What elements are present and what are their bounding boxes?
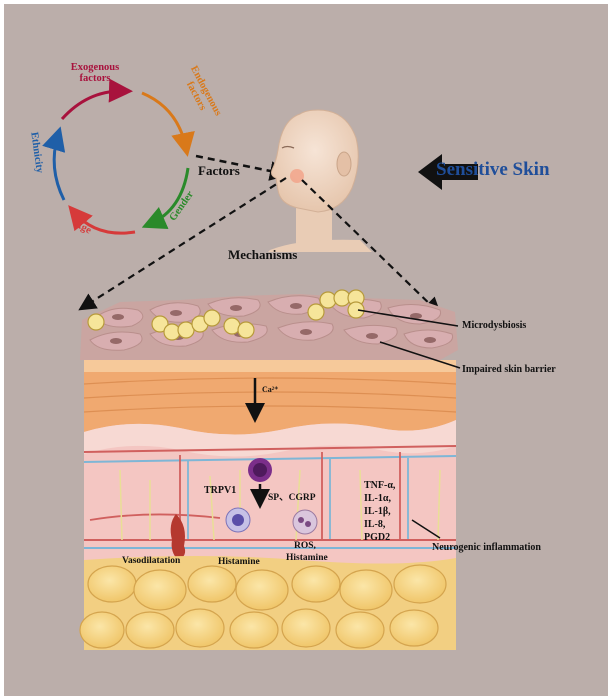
irritated-skin-spot bbox=[290, 169, 304, 183]
cytokine-3: IL-8, bbox=[364, 519, 386, 530]
cytokine-0: TNF-α, bbox=[364, 480, 396, 491]
vasodilatation-label: Vasodilatation bbox=[122, 556, 181, 566]
histamine-label: Histamine bbox=[218, 557, 260, 567]
factor-cycle bbox=[42, 78, 195, 235]
sp-cgrp-label: SP、CGRP bbox=[268, 493, 316, 503]
endogenous-arrow bbox=[141, 91, 195, 157]
microdysbiosis-pointer bbox=[357, 309, 459, 327]
cytokine-2: IL-1β, bbox=[364, 506, 391, 517]
neurogenic-pointer bbox=[411, 519, 441, 539]
factors-dashed-arrow bbox=[195, 154, 290, 181]
gender-arrow bbox=[141, 167, 190, 229]
sensitive-skin-title: Sensitive Skin bbox=[436, 159, 550, 180]
cytokine-1: IL-1α, bbox=[364, 493, 391, 504]
dashed-arrow-left bbox=[78, 177, 287, 311]
barrier-label: Impaired skin barrier bbox=[462, 364, 556, 375]
calcium-label: Ca²⁺ bbox=[262, 385, 279, 394]
head-illustration bbox=[268, 109, 372, 252]
ethnicity-arrow bbox=[42, 126, 66, 201]
age-arrow bbox=[68, 205, 136, 235]
ros-label: ROS, bbox=[294, 541, 316, 551]
microdysbiosis-label: Microdysbiosis bbox=[462, 320, 527, 331]
trpv1-label: TRPV1 bbox=[204, 485, 237, 496]
exogenous-arrow bbox=[60, 78, 133, 121]
ros-histamine-label: Histamine bbox=[286, 553, 328, 563]
microbe-spheres bbox=[87, 289, 365, 341]
big-black-arrow bbox=[418, 154, 478, 190]
fat-cells bbox=[79, 564, 447, 649]
factors-label: Factors bbox=[198, 163, 240, 178]
vasodilated-vessel bbox=[170, 514, 186, 560]
immune-cells bbox=[225, 458, 318, 535]
dashed-arrow-right bbox=[301, 179, 442, 316]
exogenous-label: Exogenous factors bbox=[70, 62, 120, 84]
skin-cross-section bbox=[79, 360, 457, 650]
cytokine-4: PGD2 bbox=[364, 532, 391, 543]
neurogenic-label: Neurogenic inflammation bbox=[432, 542, 541, 553]
mechanisms-label: Mechanisms bbox=[228, 247, 298, 262]
barrier-pointer bbox=[379, 341, 461, 369]
